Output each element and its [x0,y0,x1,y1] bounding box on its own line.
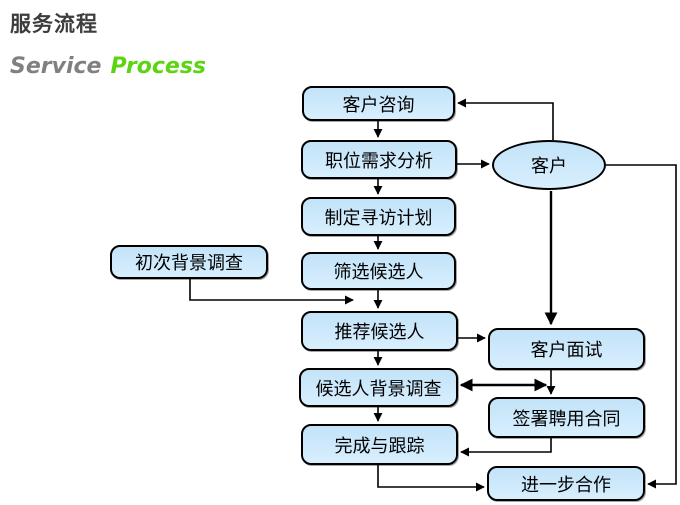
node-position-requirement-analysis: 职位需求分析 [301,140,457,179]
arrow-complete-to-cooperation [377,465,485,492]
node-candidate-background-check: 候选人背景调查 [299,368,458,407]
node-candidate-background-check-label: 候选人背景调查 [315,378,442,399]
node-customer-inquiry-label: 客户咨询 [342,94,415,115]
page-title: 服务流程 [10,13,98,36]
node-customer-inquiry: 客户咨询 [302,86,455,121]
node-client-label: 客户 [531,156,567,176]
node-screen-candidates-label: 筛选候选人 [333,262,424,282]
node-client-interview: 客户面试 [488,328,645,370]
page-subtitle: Service Process [10,54,206,79]
node-completion-and-tracking-label: 完成与跟踪 [334,435,425,456]
node-sign-employment-contract-label: 签署聘用合同 [512,408,621,429]
arrow-contract-to-complete [460,438,552,457]
node-sign-employment-contract: 签署聘用合同 [488,397,645,438]
node-search-plan-label: 制定寻访计划 [324,207,433,228]
node-further-cooperation: 进一步合作 [487,466,645,501]
node-completion-and-tracking: 完成与跟踪 [301,424,458,465]
node-client-interview-label: 客户面试 [530,340,603,360]
node-initial-background-check: 初次背景调查 [110,245,268,279]
node-recommend-candidates: 推荐候选人 [301,311,458,351]
node-search-plan: 制定寻访计划 [301,197,456,236]
node-position-requirement-analysis-label: 职位需求分析 [325,150,433,171]
arrow-client-to-inquiry [457,98,554,140]
arrow-client-to-cooperation [606,164,677,489]
node-screen-candidates: 筛选候选人 [301,252,456,290]
subtitle-word-service: Service [10,54,102,79]
subtitle-word-process: Process [110,54,207,79]
node-client: 客户 [492,140,606,190]
node-recommend-candidates-label: 推荐候选人 [334,322,425,342]
node-further-cooperation-label: 进一步合作 [521,474,611,495]
node-initial-background-check-label: 初次背景调查 [135,253,243,273]
arrow-initial-check-to-flow [189,279,354,305]
